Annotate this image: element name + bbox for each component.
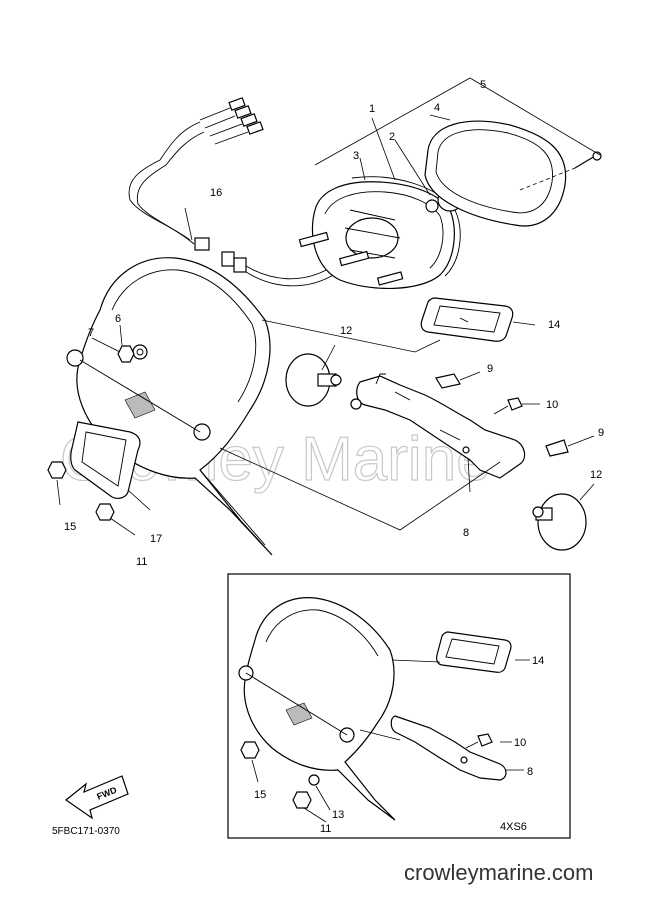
tail-cover	[66, 257, 273, 556]
callout-9-lower: 9	[598, 427, 604, 439]
wire-harness	[128, 97, 336, 287]
reflector-12-left	[285, 353, 342, 407]
lens	[424, 120, 602, 227]
bracket-17	[70, 421, 141, 499]
callout-11: 11	[136, 556, 147, 568]
callout-15: 15	[64, 521, 76, 533]
plate-9-lower	[545, 439, 569, 457]
callout-10: 10	[546, 399, 558, 411]
washer-6	[132, 344, 148, 360]
callout-1: 1	[369, 103, 375, 115]
inset-frame	[227, 573, 571, 839]
callout-4: 4	[434, 102, 440, 114]
callout-9-upper: 9	[487, 363, 493, 375]
callout-3: 3	[353, 150, 359, 162]
license-lamp-14	[420, 297, 514, 342]
nut-7	[117, 345, 135, 363]
callout-7: 7	[88, 327, 94, 339]
callout-8: 8	[463, 527, 469, 539]
callout-5: 5	[480, 79, 486, 91]
inset-variant-label: 4XS6	[500, 821, 527, 833]
callout-14: 14	[548, 319, 560, 331]
inset-callout-10: 10	[514, 737, 526, 749]
callout-16: 16	[210, 187, 222, 199]
fwd-arrow-icon: FWD	[64, 775, 129, 820]
footer-site-text: crowleymarine.com	[404, 860, 594, 885]
plate-9-upper	[435, 373, 461, 389]
inset-callout-8: 8	[527, 766, 533, 778]
callout-2: 2	[389, 131, 395, 143]
inset-variant-4xs6: 8 10 11 13 14 15 4XS6	[227, 573, 571, 839]
callout-12-right: 12	[590, 469, 602, 481]
main-assembly: 1 2 3 4 5 6 7 8 9 9 10 11 12 12 14 15 16…	[47, 77, 604, 568]
inset-callout-11: 11	[320, 823, 331, 835]
stay-bracket-8	[350, 373, 526, 479]
inset-callout-13: 13	[332, 809, 344, 821]
callout-12-left: 12	[340, 325, 352, 337]
inset-callout-15: 15	[254, 789, 266, 801]
nut-15	[47, 461, 67, 479]
callout-6: 6	[115, 313, 121, 325]
nut-11	[95, 503, 115, 521]
callout-17: 17	[150, 533, 162, 545]
reflector-12-right	[532, 493, 587, 551]
diagram-code: 5FBC171-0370	[52, 826, 120, 837]
inset-callout-14: 14	[532, 655, 544, 667]
bolt-10	[493, 397, 523, 415]
